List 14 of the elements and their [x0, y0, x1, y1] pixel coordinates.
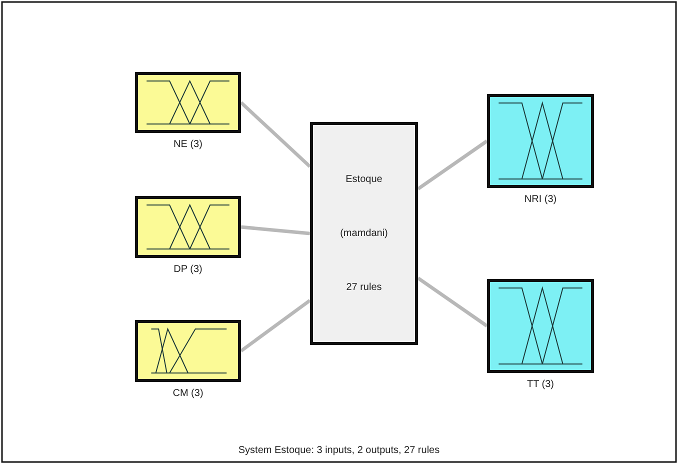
variable-label: NE (3) [172, 139, 204, 150]
inference-method: (mamdani) [340, 228, 388, 239]
variable-label: CM (3) [172, 388, 204, 399]
system-name: Estoque [346, 174, 382, 186]
caption: System Estoque: 3 inputs, 2 outputs, 27 rules [238, 445, 440, 456]
variable-label: DP (3) [172, 264, 204, 275]
variable-label: NRI (3) [523, 194, 558, 205]
connector-line [240, 298, 312, 352]
connector-line [417, 276, 488, 328]
rule-count: 27 rules [346, 282, 382, 293]
connector-line [240, 101, 312, 168]
connector-line [417, 140, 488, 190]
variable-label: TT (3) [526, 379, 556, 390]
connector-line [240, 225, 310, 236]
